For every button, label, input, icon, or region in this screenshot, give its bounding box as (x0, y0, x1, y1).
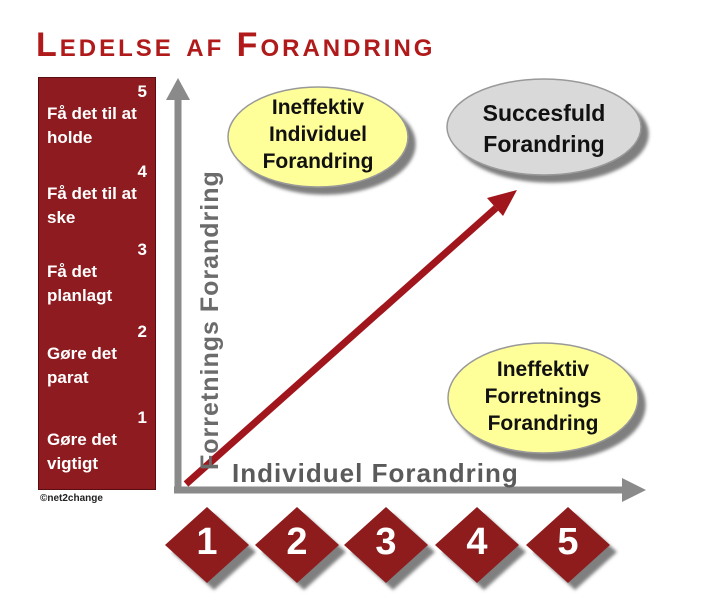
oval-line: Individuel (268, 123, 367, 146)
step-label: Få det til at holde (47, 104, 137, 147)
page-title: Ledelse af Forandring (36, 26, 436, 64)
oval-ineffective-business (447, 342, 639, 454)
diamond-5 (526, 507, 610, 583)
oval-line: Ineffektiv (271, 96, 365, 119)
oval-line: Forandring (262, 150, 374, 173)
step-number: 2 (137, 322, 147, 341)
oval-text-ineffective-business: Ineffektiv Forretnings Forandring (448, 356, 638, 437)
oval-line: Forandring (487, 412, 599, 435)
step-number: 4 (137, 162, 147, 181)
step-label: Få det planlagt (47, 262, 113, 305)
oval-line: Forandring (483, 131, 605, 157)
scale-label-4: 4 (466, 521, 488, 563)
diamond-3 (344, 507, 428, 583)
diagonal-arrow-line (183, 205, 499, 487)
oval-successful-change (446, 78, 642, 176)
steps-panel: 5 Få det til at holde 4 Få det til at sk… (38, 77, 156, 490)
oval-text-ineffective-individual: Ineffektiv Individuel Forandring (228, 94, 408, 175)
diamond-1 (165, 507, 249, 583)
diamond-2 (255, 507, 339, 583)
step-number: 3 (137, 240, 147, 259)
oval-line: Forretnings (484, 385, 602, 408)
step-label: Gøre det vigtigt (47, 430, 117, 473)
step-number: 5 (137, 82, 147, 101)
step-label: Gøre det parat (47, 344, 117, 387)
oval-ineffective-individual (227, 86, 409, 188)
oval-line: Ineffektiv (496, 358, 590, 381)
x-axis-label: Individuel Forandring (232, 458, 519, 488)
x-axis-arrowhead (622, 478, 646, 502)
scale-label-5: 5 (557, 521, 579, 563)
diamond-4 (435, 507, 519, 583)
scale-label-1: 1 (196, 521, 218, 563)
copyright-text: ©net2change (40, 493, 103, 504)
step-label: Få det til at ske (47, 184, 137, 227)
oval-text-successful-change: Succesfuld Forandring (447, 98, 641, 160)
y-axis-label: Forretnings Forandring (196, 170, 224, 470)
scale-label-3: 3 (375, 521, 397, 563)
scale-diamonds (165, 507, 610, 583)
step-number: 1 (137, 408, 147, 427)
y-axis-arrowhead (166, 78, 190, 100)
oval-line: Succesfuld (482, 100, 606, 126)
scale-label-2: 2 (286, 521, 308, 563)
diagonal-arrowhead (487, 190, 517, 216)
